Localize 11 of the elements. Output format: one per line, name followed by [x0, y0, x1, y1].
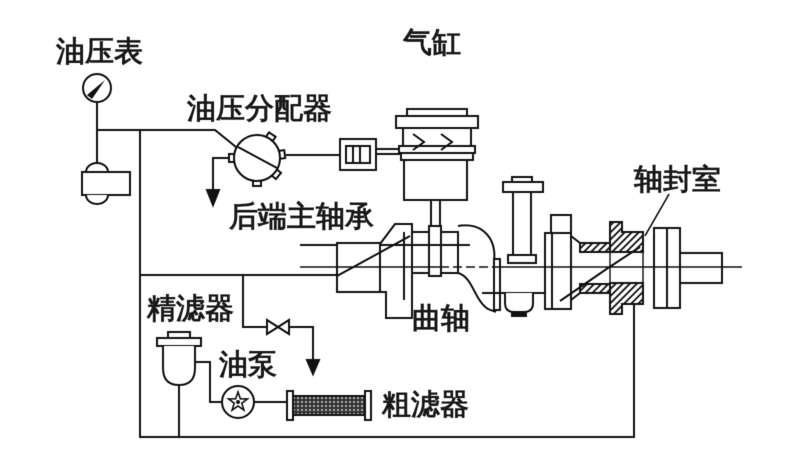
shaft-seal — [607, 221, 645, 315]
callout-label: 轴封室 — [634, 165, 721, 194]
part-label: 后端主轴承 — [229, 202, 374, 231]
part-label: 油压分配器 — [187, 94, 332, 123]
part-label: 粗滤器 — [382, 390, 469, 419]
part-label: 气缸 — [403, 28, 461, 57]
part-label: 油泵 — [219, 350, 277, 379]
leader-line — [644, 194, 670, 236]
part-label: 油压表 — [56, 37, 143, 66]
part-label: 精滤器 — [147, 294, 234, 323]
part-label: 曲轴 — [412, 304, 470, 333]
